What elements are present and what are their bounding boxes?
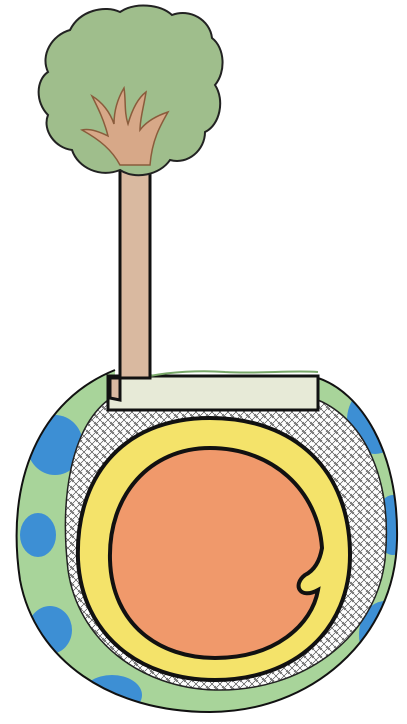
inner-core-orange <box>110 448 322 658</box>
tree-trunk <box>110 160 150 400</box>
ocean-spot <box>270 698 330 724</box>
ocean-spot <box>20 513 56 557</box>
